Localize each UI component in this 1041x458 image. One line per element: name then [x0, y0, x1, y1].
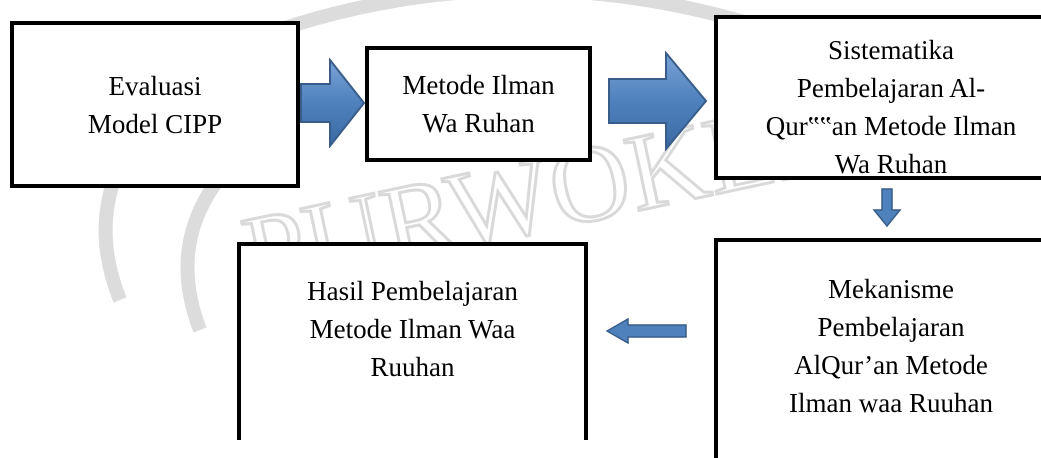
hasil-text: Hasil Pembelajaran Metode Ilman Waa Ruuh…: [263, 272, 563, 386]
evaluasi-line-1: Evaluasi: [108, 70, 202, 101]
sistematika-text: Sistematika Pembelajaran Al- Qur‟‟an Met…: [746, 31, 1036, 179]
metode-text: Metode Ilman Wa Ruhan: [402, 66, 554, 142]
sistematika-line-4: Wa Ruhan: [834, 149, 948, 179]
arrow-down-icon: [872, 188, 902, 228]
mekanisme-line-3: AlQur’an Metode: [794, 350, 988, 380]
mekanisme-text: Mekanisme Pembelajaran AlQur’an Metode I…: [746, 270, 1036, 422]
mekanisme-line-2: Pembelajaran: [817, 312, 965, 342]
sistematika-box: Sistematika Pembelajaran Al- Qur‟‟an Met…: [714, 15, 1041, 180]
metode-line-2: Wa Ruhan: [422, 108, 535, 138]
mekanisme-line-4: Ilman waa Ruuhan: [789, 388, 993, 418]
sistematika-line-1: Sistematika: [828, 35, 954, 65]
arrow-right-2-icon: [608, 51, 708, 151]
mekanisme-box: Mekanisme Pembelajaran AlQur’an Metode I…: [714, 238, 1041, 458]
hasil-line-3: Ruuhan: [370, 352, 455, 382]
hasil-line-1: Hasil Pembelajaran: [307, 276, 518, 306]
evaluasi-text: Evaluasi Model CIPP: [88, 67, 222, 143]
evaluasi-line-2: Model CIPP: [87, 108, 223, 139]
sistematika-line-3: Qur‟‟an Metode Ilman: [765, 111, 1017, 141]
metode-line-1: Metode Ilman: [402, 70, 555, 100]
evaluasi-box: Evaluasi Model CIPP: [10, 21, 300, 188]
arrow-left-icon: [606, 318, 687, 344]
hasil-line-2: Metode Ilman Waa: [309, 314, 516, 344]
sistematika-line-2: Pembelajaran Al-: [796, 73, 986, 103]
metode-box: Metode Ilman Wa Ruhan: [365, 46, 592, 162]
mekanisme-line-1: Mekanisme: [828, 274, 954, 304]
hasil-box: Hasil Pembelajaran Metode Ilman Waa Ruuh…: [237, 242, 588, 440]
arrow-right-1-icon: [300, 58, 366, 148]
